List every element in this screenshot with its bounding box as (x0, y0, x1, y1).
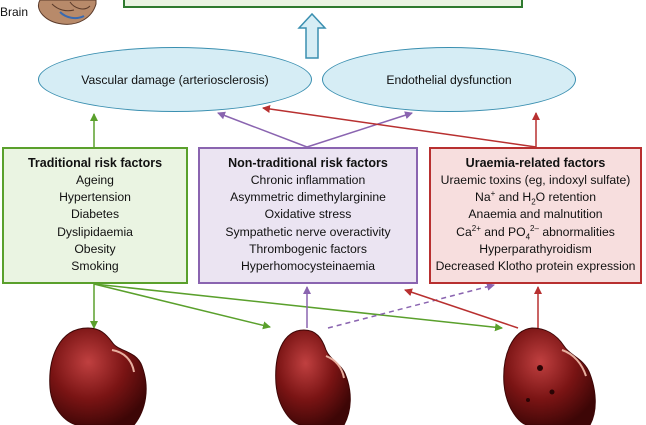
list-item: Na+ and H2O retention (475, 189, 596, 207)
list-item: Hyperhomocysteinaemia (240, 259, 376, 274)
list-item: Dyslipidaemia (57, 224, 133, 239)
vascular-damage-oval: Vascular damage (arteriosclerosis) (38, 47, 312, 112)
kidney-right (503, 327, 596, 425)
list-item: Uraemic toxins (eg, indoxyl sulfate) (440, 173, 631, 187)
kidney-middle (275, 329, 351, 425)
list-item: Chronic inflammation (250, 173, 366, 187)
endothelial-dysfunction-label: Endothelial dysfunction (386, 72, 512, 87)
list-item: Ageing (76, 173, 114, 187)
arrow-nontraditional-to-endothelial (306, 111, 413, 148)
list-item: Sympathetic nerve overactivity (225, 224, 391, 239)
list-item: Ca2+ and PO42– abnormalities (456, 223, 615, 242)
list-item: Anaemia and malnutition (468, 207, 603, 222)
top-box-edge (123, 0, 523, 8)
traditional-risk-factors-box: Traditional risk factors Ageing Hyperten… (2, 147, 188, 284)
up-arrow (297, 12, 327, 59)
brain-image (38, 0, 97, 25)
uraemia-related-factors-box: Uraemia-related factors Uraemic toxins (… (429, 147, 642, 284)
list-item: Hyperparathyroidism (479, 241, 592, 256)
endothelial-dysfunction-oval: Endothelial dysfunction (322, 47, 576, 112)
list-item: Asymmetric dimethylarginine (230, 190, 386, 205)
arrow-nontraditional-to-vascular (217, 111, 308, 148)
list-item: Hypertension (59, 190, 131, 205)
list-item: Obesity (74, 241, 116, 256)
list-item: Diabetes (70, 207, 120, 222)
non-traditional-risk-factors-box: Non-traditional risk factors Chronic inf… (198, 147, 418, 284)
arrow-traditional-to-kidney-middle (93, 283, 271, 330)
box-title: Non-traditional risk factors (228, 156, 388, 170)
arrow-kidney-middle-to-uraemia-dashed (327, 282, 495, 329)
brain-label: Brain (0, 5, 29, 19)
box-title: Uraemia-related factors (465, 156, 606, 170)
arrow-uraemia-to-vascular (262, 105, 537, 148)
list-item: Decreased Klotho protein expression (435, 259, 636, 274)
arrow-traditional-to-kidney-right (93, 283, 503, 332)
arrow-kidney-right-to-nontraditional (404, 288, 519, 329)
vascular-damage-label: Vascular damage (arteriosclerosis) (81, 72, 269, 87)
list-item: Smoking (71, 259, 119, 274)
list-item: Thrombogenic factors (249, 241, 367, 256)
kidney-left (49, 327, 147, 425)
list-item: Oxidative stress (264, 207, 352, 222)
box-title: Traditional risk factors (27, 156, 163, 170)
